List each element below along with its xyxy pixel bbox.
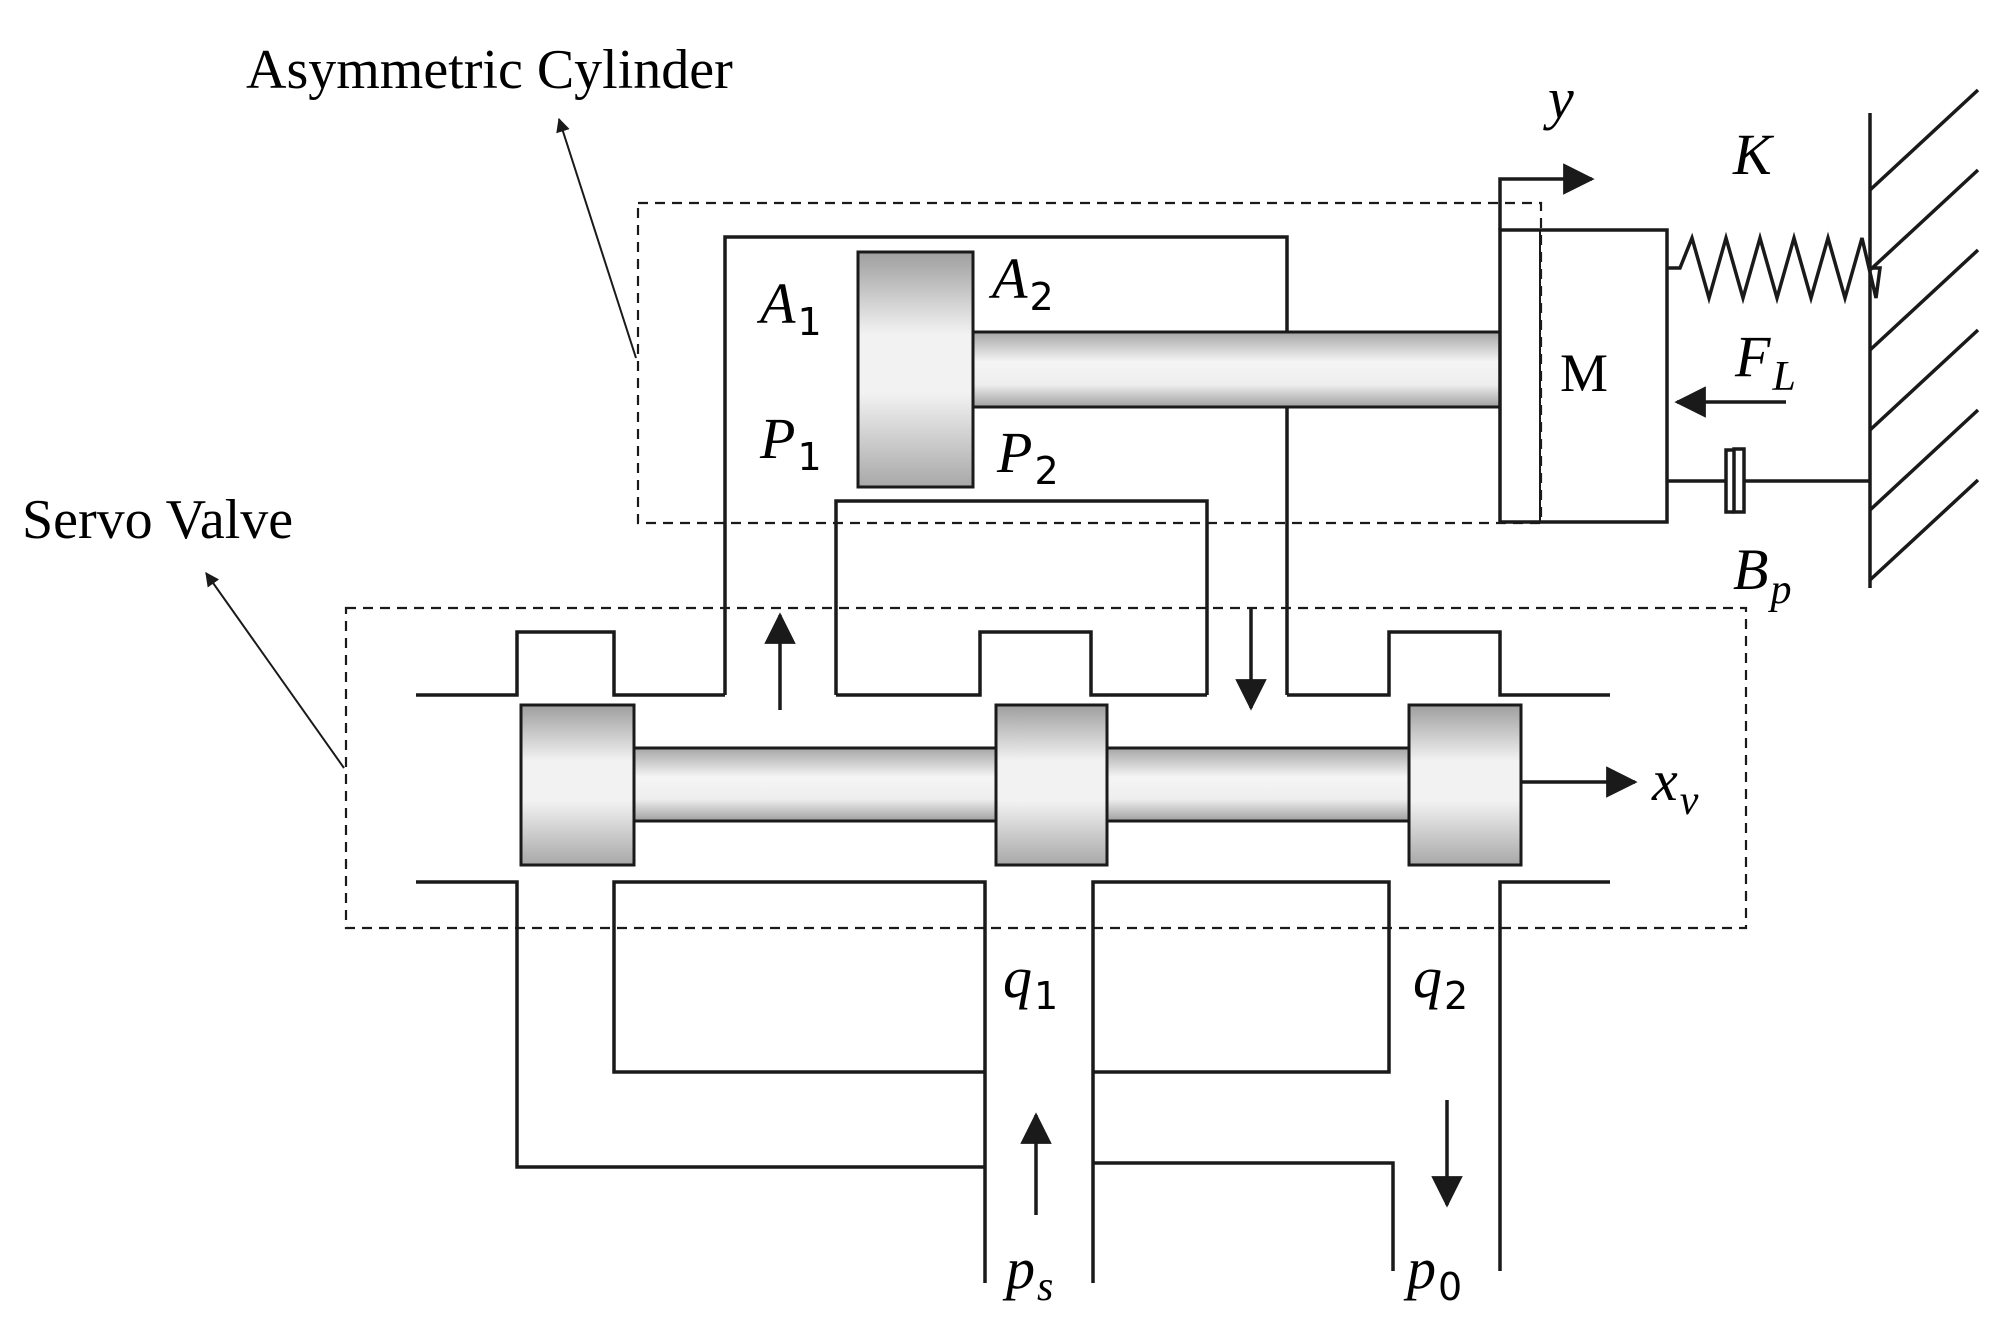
spool-rod-right <box>1105 746 1411 823</box>
y-symbol: y <box>1543 66 1574 131</box>
area-a1-symbol: A1 <box>756 271 822 344</box>
damper-cup <box>1724 448 1734 514</box>
flow-q1-symbol: q1 <box>1003 945 1058 1018</box>
fixed-wall <box>1868 88 1980 588</box>
pressure-p2-symbol: P2 <box>996 420 1059 493</box>
y-displacement-arrow <box>1498 163 1595 230</box>
valve-lower-housing-right <box>1093 1161 1395 1271</box>
cylinder-left-wall-line <box>723 235 1289 695</box>
spool-land-center <box>994 703 1109 867</box>
piston-rod <box>971 330 1502 409</box>
valve-upper-housing-mid <box>836 630 1207 697</box>
valve-upper-housing <box>416 630 725 697</box>
valve-lower-housing-mid <box>1091 880 1391 1283</box>
cylinder-pointer-arrow <box>556 117 637 359</box>
supply-pressure-symbol: ps <box>1002 1236 1053 1310</box>
piston <box>856 250 975 489</box>
valve-lower-housing-return <box>1498 880 1610 1271</box>
mass-label: M <box>1560 343 1608 403</box>
spool-land-right <box>1407 703 1523 867</box>
damper-bp-symbol: Bp <box>1733 537 1791 613</box>
spool-land-left <box>519 703 636 867</box>
mass-block <box>1498 228 1669 524</box>
pressure-p1-symbol: P1 <box>759 406 822 479</box>
damper-piston <box>1732 447 1746 514</box>
valve-lower-housing-left <box>416 880 985 1169</box>
valve-pointer-arrow <box>205 572 345 769</box>
spring <box>1667 231 1882 305</box>
valve-boundary <box>344 606 1748 930</box>
spring-k-symbol: K <box>1732 122 1775 187</box>
valve-title: Servo Valve <box>22 489 293 551</box>
spool-rod-left <box>632 746 998 823</box>
p2-line <box>834 499 1209 695</box>
load-force-symbol: FL <box>1734 324 1796 400</box>
valve-upper-housing-right <box>1287 630 1610 697</box>
return-pressure-symbol: p0 <box>1403 1236 1462 1309</box>
valve-lower-housing-inner <box>612 880 987 1283</box>
spool-xv-symbol: xv <box>1651 748 1699 824</box>
flow-q2-symbol: q2 <box>1413 945 1468 1018</box>
area-a2-symbol: A2 <box>988 246 1054 319</box>
cylinder-title: Asymmetric Cylinder <box>246 39 733 101</box>
